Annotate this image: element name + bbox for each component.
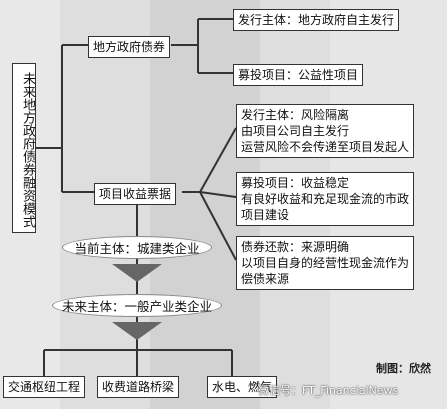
project-repayment-detail: 偿债来源 [241,272,290,286]
watermark-text: 微信号：FT_FinancialNews [258,384,399,397]
sector-box: 收费道路桥梁 [97,376,180,398]
future-subject-ellipse: 未来主体：一般产业类企业 [52,294,222,317]
local-gov-bond-proceeds-box: 募投项目：公益性项目 [233,64,364,86]
project-proceeds-detail: 项目建设 [241,208,290,222]
diagram-title: 未来地方政府债券融资模式 [12,63,36,233]
credit-label: 制图：欣然 [376,362,431,375]
project-issuer-detail: 由项目公司自主发行 [241,124,350,138]
project-revenue-bill-box: 项目收益票据 [94,183,177,205]
sector-box: 水电、燃气 [207,376,278,398]
sector-box: 交通枢纽工程 [3,376,86,398]
local-gov-bond-issuer-box: 发行主体：地方政府自主发行 [233,9,400,31]
current-subject-ellipse: 当前主体：城建类企业 [62,236,212,259]
project-repayment-heading: 债券还款：来源明确 [241,240,350,254]
project-issuer-heading: 发行主体：风险隔离 [241,108,350,122]
project-proceeds-detail: 有良好收益和充足现金流的市政 [241,192,410,206]
project-issuer-detail: 运营风险不会传递至项目发起人 [241,140,410,154]
project-proceeds-box: 募投项目：收益稳定 有良好收益和充足现金流的市政 项目建设 [236,172,415,226]
project-issuer-box: 发行主体：风险隔离 由项目公司自主发行 运营风险不会传递至项目发起人 [236,104,415,158]
project-repayment-box: 债券还款：来源明确 以项目自身的经营性现金流作为 偿债来源 [236,236,415,290]
local-gov-bond-box: 地方政府债券 [88,36,171,58]
project-repayment-detail: 以项目自身的经营性现金流作为 [241,256,410,270]
project-proceeds-heading: 募投项目：收益稳定 [241,176,350,190]
